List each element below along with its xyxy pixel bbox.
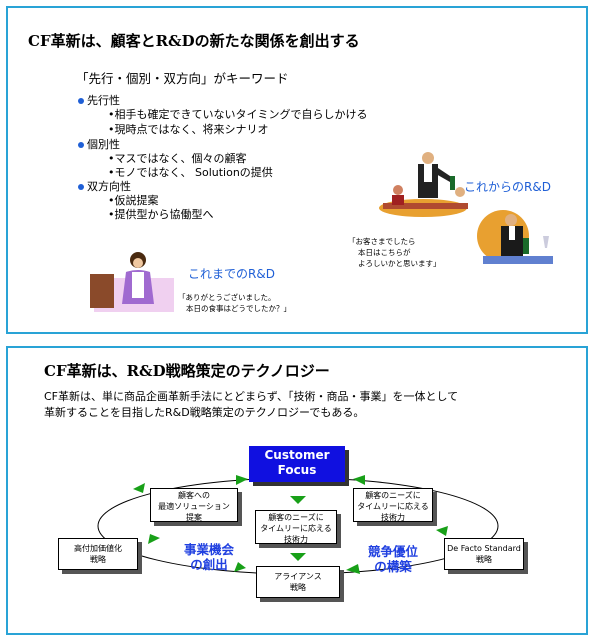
description-line-2: 革新することを目指したR&D戦略策定のテクノロジーでもある。 [44,406,365,419]
arrow-icon [236,475,248,485]
list-item: •相手も確定できていないタイミングで自らしかける [108,108,368,121]
arrow-icon [234,562,246,572]
arrow-icon [290,496,306,504]
list-item: •現時点ではなく、将来シナリオ [108,123,269,136]
section-kobetsusei: 個別性 [78,136,120,152]
arrow-icon [436,526,448,536]
section-souhoukousei: 双方向性 [78,178,131,194]
past-rd-label: これまでのR&D [188,267,275,281]
arrow-icon [346,564,360,574]
housewife-clipart [90,252,174,312]
future-rd-label: これからのR&D [464,180,551,194]
bullet-icon [78,184,84,190]
panel-rd-strategy: CF革新は、R&D戦略策定のテクノロジー CF革新は、単に商品企画革新手法にとど… [6,346,588,635]
keyword-line: 「先行・個別・双方向」がキーワード [76,71,289,86]
panel2-title: CF革新は、R&D戦略策定のテクノロジー [44,362,330,380]
list-item: •仮説提案 [108,194,159,207]
waiter-clipart [379,152,468,217]
section-heading: 双方向性 [87,180,131,193]
arrow-icon [148,534,160,544]
description-line-1: CF革新は、単に商品企画革新手法にとどまらず、「技術・商品・事業」を一体として [44,390,459,403]
box-high-value: 高付加価値化 戦略 [58,538,138,570]
box-optimal-solution: 顧客への 最適ソリューション 提案 [150,488,238,522]
section-senkousei: 先行性 [78,92,120,108]
box-timely-tech: 顧客のニーズに タイムリーに応える 技術力 [353,488,433,522]
box-center-tech: 顧客のニーズに タイムリーに応える 技術力 [255,510,337,544]
label-competitive-advantage: 競争優位 の構築 [367,544,418,574]
future-quote: 「お客さまでしたら 本日はこちらが よろしいかと思います」 [348,237,441,268]
panel-new-relationship: CF革新は、顧客とR&Dの新たな関係を創出する 「先行・個別・双方向」がキーワー… [6,6,588,334]
section-heading: 先行性 [87,94,120,107]
past-quote: 「ありがとうございました。 本日の食事はどうでしたか？」 [178,293,291,313]
sommelier-clipart [477,210,553,264]
arrow-icon [290,553,306,561]
list-item: •マスではなく、個々の顧客 [108,152,247,165]
label-business-opportunity: 事業機会 の創出 [183,542,234,572]
arrow-icon [353,475,365,485]
list-item: •モノではなく、 Solutionの提供 [108,166,273,179]
box-alliance: アライアンス 戦略 [256,566,340,598]
bullet-icon [78,142,84,148]
customer-focus-box: Customer Focus [249,446,345,482]
bullet-icon [78,98,84,104]
section-heading: 個別性 [87,138,120,151]
arrow-icon [133,483,145,493]
list-item: •提供型から協働型へ [108,208,214,221]
box-de-facto: De Facto Standard 戦略 [444,538,524,570]
panel1-title: CF革新は、顧客とR&Dの新たな関係を創出する [28,32,360,50]
